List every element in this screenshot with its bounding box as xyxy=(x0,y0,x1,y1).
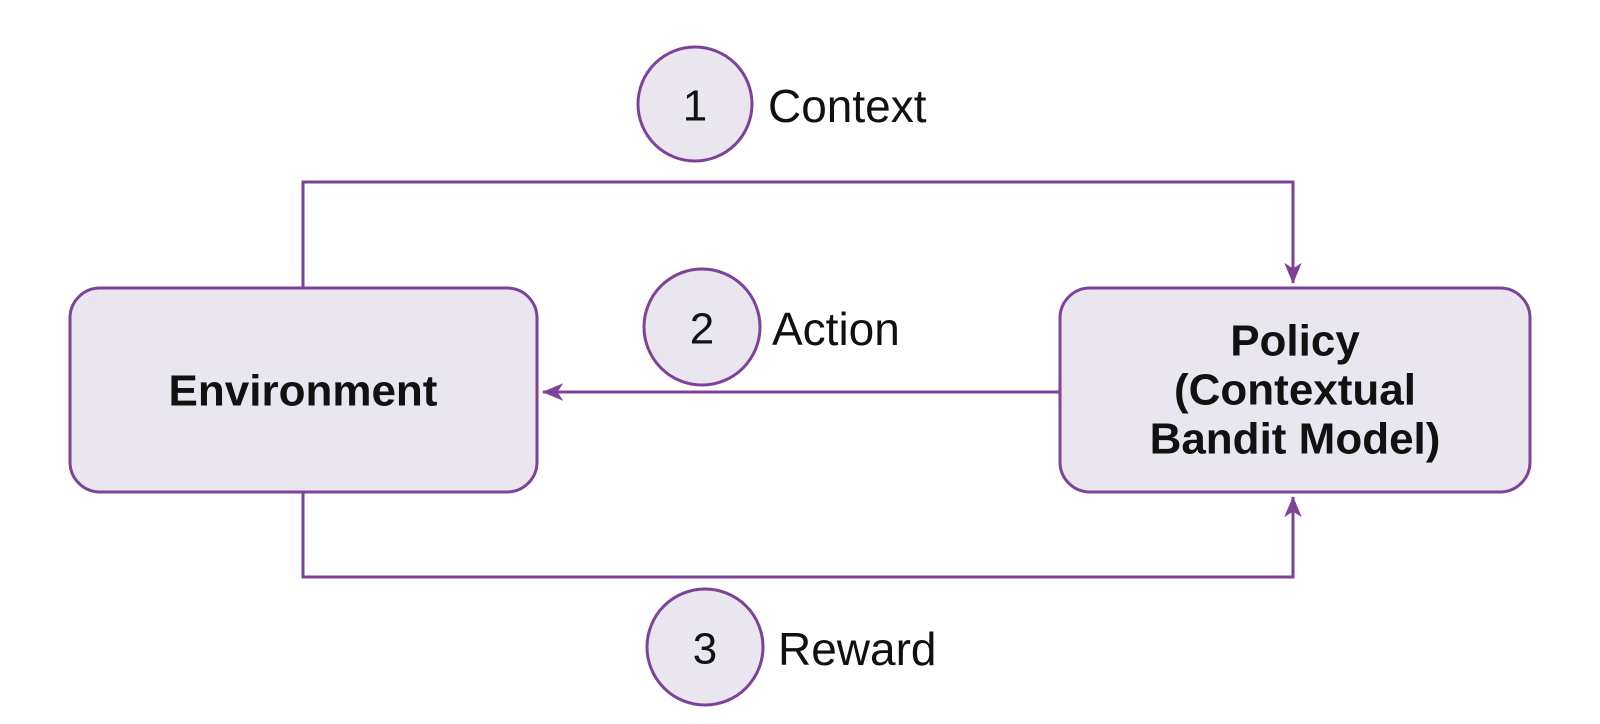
step-2-number: 2 xyxy=(690,305,714,354)
environment-node xyxy=(68,286,539,494)
step-2-badge xyxy=(642,267,762,387)
reward-arrow xyxy=(301,493,1302,579)
context-arrow xyxy=(301,180,1302,287)
action-label: Action xyxy=(772,303,900,355)
policy-label-line-1: Policy xyxy=(1230,317,1360,366)
step-1-badge xyxy=(636,45,754,163)
step-1-number: 1 xyxy=(683,82,707,131)
step-3-badge xyxy=(645,587,765,707)
policy-label-line-2: (Contextual xyxy=(1174,366,1416,415)
step-3-number: 3 xyxy=(693,625,717,674)
environment-label: Environment xyxy=(169,367,438,416)
policy-label-line-3: Bandit Model) xyxy=(1150,415,1441,464)
reward-label: Reward xyxy=(778,623,937,675)
context-label: Context xyxy=(768,80,927,132)
policy-node xyxy=(1058,286,1532,494)
